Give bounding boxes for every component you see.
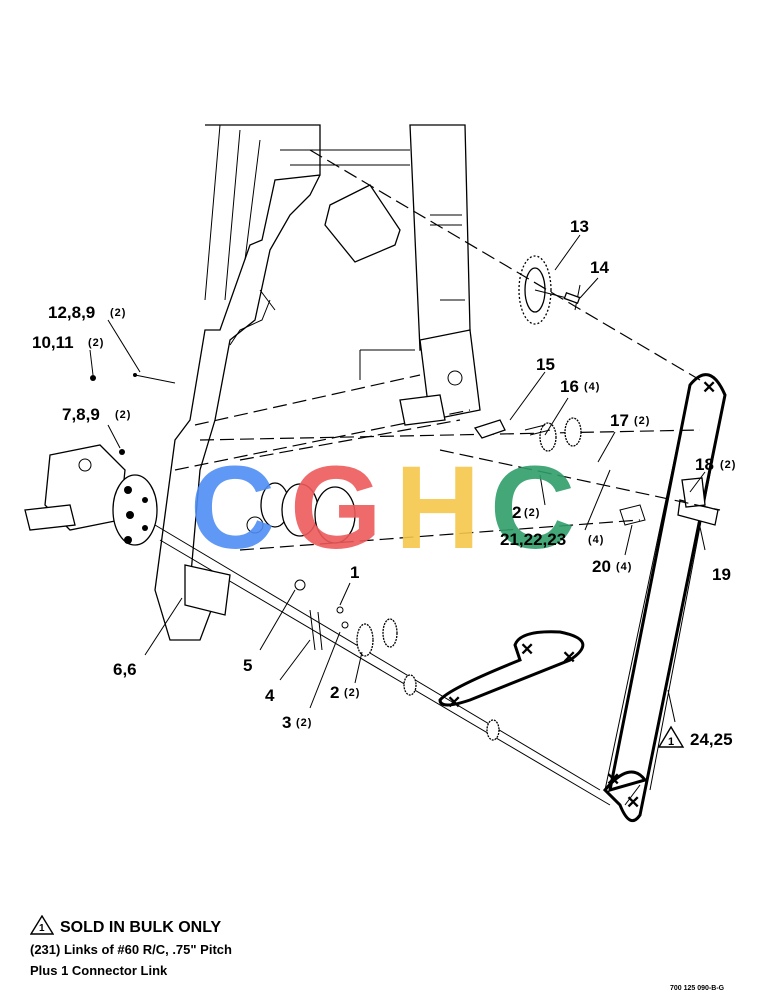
watermark-letter-3: H: [395, 442, 480, 574]
left-fasteners: [90, 373, 176, 455]
callout-7-8-9: 7,8,9: [62, 405, 100, 424]
drive-chain-lower: ✕ ✕ ✕: [438, 630, 585, 712]
svg-text:✕: ✕: [562, 648, 576, 667]
callout-15: 15: [536, 355, 555, 374]
callout-24-25: 24,25: [690, 730, 733, 749]
svg-text:✕: ✕: [626, 793, 640, 812]
callout-2-upper-qty: (2): [524, 507, 540, 519]
callout-20-qty: (4): [616, 561, 632, 573]
callouts: 13 14 12,8,9 (2) 10,11 (2) 15 16 (4) 7,8…: [32, 217, 736, 749]
callout-2-lower: 2: [330, 683, 339, 702]
reference-code: 700 125 090-B-G: [670, 985, 725, 992]
bulk-note-title: 1 SOLD IN BULK ONLY: [29, 914, 222, 937]
warning-triangle-icon: [657, 725, 685, 748]
svg-text:✕: ✕: [606, 770, 620, 789]
callout-6-6: 6,6: [113, 660, 137, 679]
warning-triangle-icon: 1: [29, 914, 55, 935]
svg-text:✕: ✕: [702, 378, 716, 397]
watermark-letter-4: C: [490, 442, 575, 574]
callout-13: 13: [570, 217, 589, 236]
callout-4: 4: [265, 686, 275, 705]
svg-text:✕: ✕: [447, 693, 461, 712]
callout-7-8-9-qty: (2): [115, 409, 131, 421]
warning-triangle-number: 1: [668, 736, 675, 748]
callout-10-11-qty: (2): [88, 337, 104, 349]
upper-sprocket: [309, 149, 701, 381]
svg-text:✕: ✕: [520, 640, 534, 659]
callout-1: 1: [350, 563, 359, 582]
leader-lines: [89, 234, 706, 723]
bulk-note-line-1: (231) Links of #60 R/C, .75" Pitch: [30, 942, 232, 957]
callout-3-qty: (2): [296, 717, 312, 729]
callout-12-8-9: 12,8,9: [48, 303, 95, 322]
drive-chain-right: ✕ ✕ ✕: [602, 373, 727, 823]
callout-16-qty: (4): [584, 381, 600, 393]
callout-16: 16: [560, 377, 579, 396]
callout-19: 19: [712, 565, 731, 584]
warning-triangle-number: 1: [39, 923, 45, 934]
machine-frame: [24, 124, 701, 806]
idler-sprockets: [294, 579, 500, 741]
callout-18-qty: (2): [720, 459, 736, 471]
callout-17: 17: [610, 411, 629, 430]
callout-20: 20: [592, 557, 611, 576]
callout-14: 14: [590, 258, 609, 277]
callout-21-22-23-qty: (4): [588, 534, 604, 546]
bulk-note-title-text: SOLD IN BULK ONLY: [60, 919, 222, 936]
watermark-letter-1: C: [190, 442, 275, 574]
callout-12-8-9-qty: (2): [110, 307, 126, 319]
bulk-note-line-2: Plus 1 Connector Link: [30, 963, 168, 978]
callout-18: 18: [695, 455, 714, 474]
callout-21-22-23: 21,22,23: [500, 530, 566, 549]
callout-10-11: 10,11: [32, 333, 74, 352]
callout-2-lower-qty: (2): [344, 687, 360, 699]
callout-2-upper: 2: [512, 503, 521, 522]
watermark: C G H C: [190, 442, 575, 574]
tensioner-assembly: [439, 417, 721, 526]
callout-17-qty: (2): [634, 415, 650, 427]
callout-5: 5: [243, 656, 252, 675]
callout-3: 3: [282, 713, 291, 732]
watermark-letter-2: G: [290, 442, 382, 574]
